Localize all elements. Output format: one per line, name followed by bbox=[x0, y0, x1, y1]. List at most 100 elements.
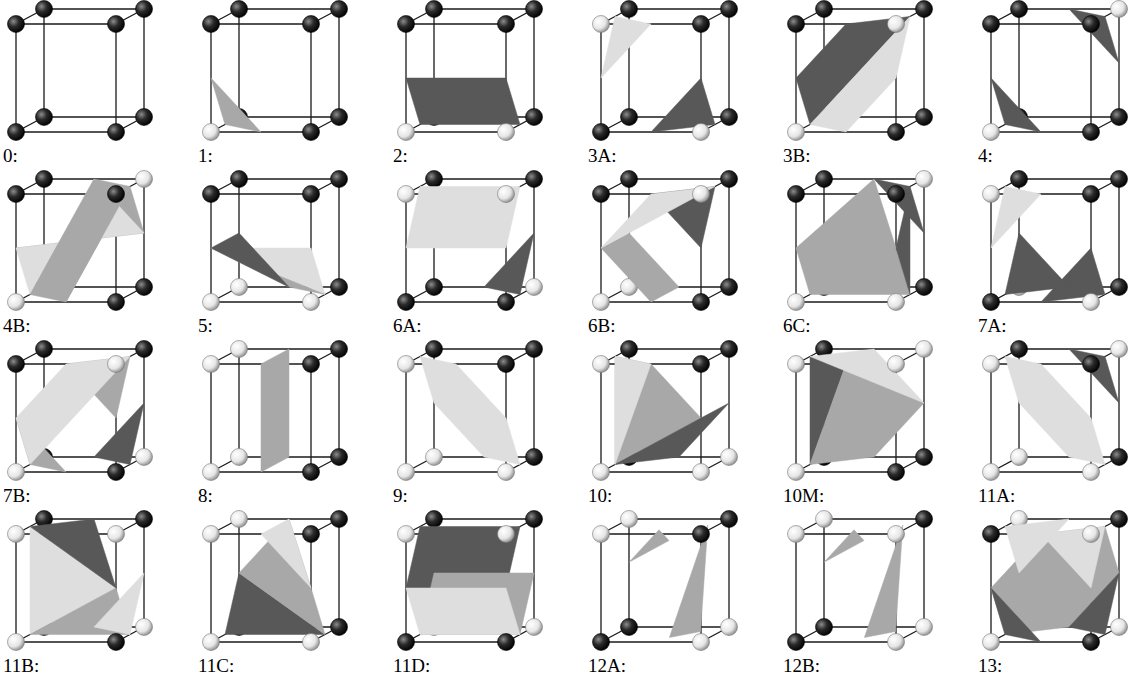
outside-vertex bbox=[36, 171, 53, 188]
cube-edge bbox=[601, 471, 701, 472]
cube-edge bbox=[533, 349, 534, 457]
cube-edge bbox=[238, 9, 239, 117]
inside-vertex bbox=[108, 356, 125, 373]
iso-surface bbox=[94, 403, 144, 465]
outside-vertex bbox=[621, 619, 638, 636]
cube-edge bbox=[991, 23, 1091, 24]
cube-edge bbox=[43, 9, 44, 117]
cube-case bbox=[398, 341, 543, 481]
iso-surface bbox=[261, 519, 311, 588]
cube-edge bbox=[338, 349, 339, 457]
cube-case bbox=[203, 1, 348, 141]
iso-surface bbox=[211, 233, 289, 287]
outside-vertex bbox=[1011, 341, 1028, 358]
cube-edge bbox=[310, 24, 311, 132]
cube-edge bbox=[406, 641, 506, 642]
case-label: 3A: bbox=[588, 146, 617, 165]
outside-vertex bbox=[398, 634, 415, 651]
inside-vertex bbox=[788, 124, 805, 141]
iso-surface bbox=[406, 588, 520, 635]
cube-case bbox=[593, 341, 738, 481]
case-label: 5: bbox=[198, 316, 213, 335]
outside-vertex bbox=[721, 341, 738, 358]
outside-vertex bbox=[816, 171, 833, 188]
cube-edge bbox=[338, 179, 339, 287]
inside-vertex bbox=[916, 619, 933, 636]
cube-case bbox=[203, 511, 348, 651]
inside-vertex bbox=[916, 171, 933, 188]
outside-vertex bbox=[983, 294, 1000, 311]
case-label: 11D: bbox=[393, 656, 430, 675]
inside-vertex bbox=[1083, 294, 1100, 311]
cube-edge bbox=[600, 364, 601, 472]
case-label: 1: bbox=[198, 146, 213, 165]
cube-edge bbox=[923, 519, 924, 627]
inside-vertex bbox=[1083, 464, 1100, 481]
outside-vertex bbox=[593, 634, 610, 651]
cube-edge bbox=[990, 364, 991, 472]
iso-surface bbox=[615, 357, 651, 465]
inside-vertex bbox=[888, 356, 905, 373]
outside-vertex bbox=[721, 171, 738, 188]
inside-vertex bbox=[136, 171, 153, 188]
outside-vertex bbox=[693, 294, 710, 311]
outside-vertex bbox=[426, 1, 443, 18]
cube-case bbox=[593, 1, 738, 141]
inside-vertex bbox=[1111, 1, 1128, 18]
cube-edge bbox=[728, 179, 729, 287]
outside-vertex bbox=[398, 294, 415, 311]
outside-vertex bbox=[331, 279, 348, 296]
cube-edge bbox=[795, 364, 796, 472]
outside-vertex bbox=[526, 511, 543, 528]
case-label: 11B: bbox=[3, 656, 39, 675]
inside-vertex bbox=[231, 449, 248, 466]
iso-surface bbox=[601, 187, 715, 249]
outside-vertex bbox=[788, 634, 805, 651]
outside-vertex bbox=[816, 1, 833, 18]
case-label: 6C: bbox=[783, 316, 810, 335]
cube-case bbox=[788, 511, 933, 651]
cube-edge bbox=[628, 519, 629, 627]
inside-vertex bbox=[526, 619, 543, 636]
inside-vertex bbox=[983, 356, 1000, 373]
cube-case bbox=[8, 511, 153, 651]
outside-vertex bbox=[303, 186, 320, 203]
case-label: 8: bbox=[198, 486, 213, 505]
case-label: 11A: bbox=[978, 486, 1015, 505]
outside-vertex bbox=[888, 464, 905, 481]
cube-edge bbox=[239, 178, 339, 179]
outside-vertex bbox=[721, 279, 738, 296]
iso-surface bbox=[896, 187, 910, 295]
inside-vertex bbox=[1011, 449, 1028, 466]
cube-edge bbox=[1118, 179, 1119, 287]
inside-vertex bbox=[303, 294, 320, 311]
cube-edge bbox=[728, 9, 729, 117]
cube-edge bbox=[406, 131, 506, 132]
case-label: 4: bbox=[978, 146, 993, 165]
iso-surface bbox=[796, 248, 910, 295]
outside-vertex bbox=[788, 16, 805, 33]
outside-vertex bbox=[136, 511, 153, 528]
inside-vertex bbox=[498, 186, 515, 203]
cube-edge bbox=[796, 641, 896, 642]
case-label: 12B: bbox=[783, 656, 820, 675]
inside-vertex bbox=[398, 356, 415, 373]
cube-case bbox=[8, 171, 153, 311]
cube-edge bbox=[533, 9, 534, 117]
cube-edge bbox=[1090, 24, 1091, 132]
iso-surface bbox=[406, 78, 520, 125]
outside-vertex bbox=[526, 171, 543, 188]
inside-vertex bbox=[426, 449, 443, 466]
inside-vertex bbox=[231, 341, 248, 358]
iso-surface bbox=[239, 519, 325, 635]
inside-vertex bbox=[108, 526, 125, 543]
outside-vertex bbox=[1083, 356, 1100, 373]
iso-surface bbox=[30, 179, 130, 302]
outside-vertex bbox=[331, 449, 348, 466]
outside-vertex bbox=[983, 526, 1000, 543]
iso-surface bbox=[30, 519, 116, 588]
cube-edge bbox=[796, 301, 896, 302]
cube-edge bbox=[211, 23, 311, 24]
iso-surface bbox=[810, 349, 924, 403]
